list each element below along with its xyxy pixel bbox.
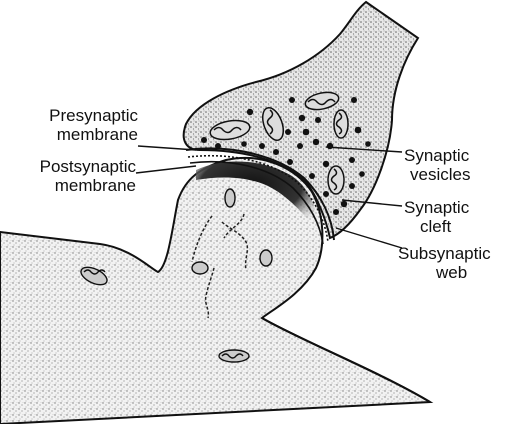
synaptic-vesicles-line-2: vesicles xyxy=(404,165,470,184)
presynaptic-membrane-label: Presynaptic membrane xyxy=(20,106,138,144)
postsynaptic-membrane-line-1: Postsynaptic xyxy=(10,157,136,176)
postsynaptic-membrane-label: Postsynaptic membrane xyxy=(10,157,136,195)
synaptic-cleft-label: Synaptic cleft xyxy=(404,198,469,236)
subsynaptic-web-line-2: web xyxy=(398,263,491,282)
subsynaptic-web-label: Subsynaptic web xyxy=(398,244,491,282)
synaptic-vesicles-line-1: Synaptic xyxy=(404,146,470,165)
synaptic-cleft-line-1: Synaptic xyxy=(404,198,469,217)
subsynaptic-web-line-1: Subsynaptic xyxy=(398,244,491,263)
synaptic-cleft-line-2: cleft xyxy=(404,217,469,236)
postsynaptic-membrane-line-2: membrane xyxy=(10,176,136,195)
synaptic-vesicles-label: Synaptic vesicles xyxy=(404,146,470,184)
presynaptic-membrane-line-1: Presynaptic xyxy=(20,106,138,125)
presynaptic-membrane-line-2: membrane xyxy=(20,125,138,144)
